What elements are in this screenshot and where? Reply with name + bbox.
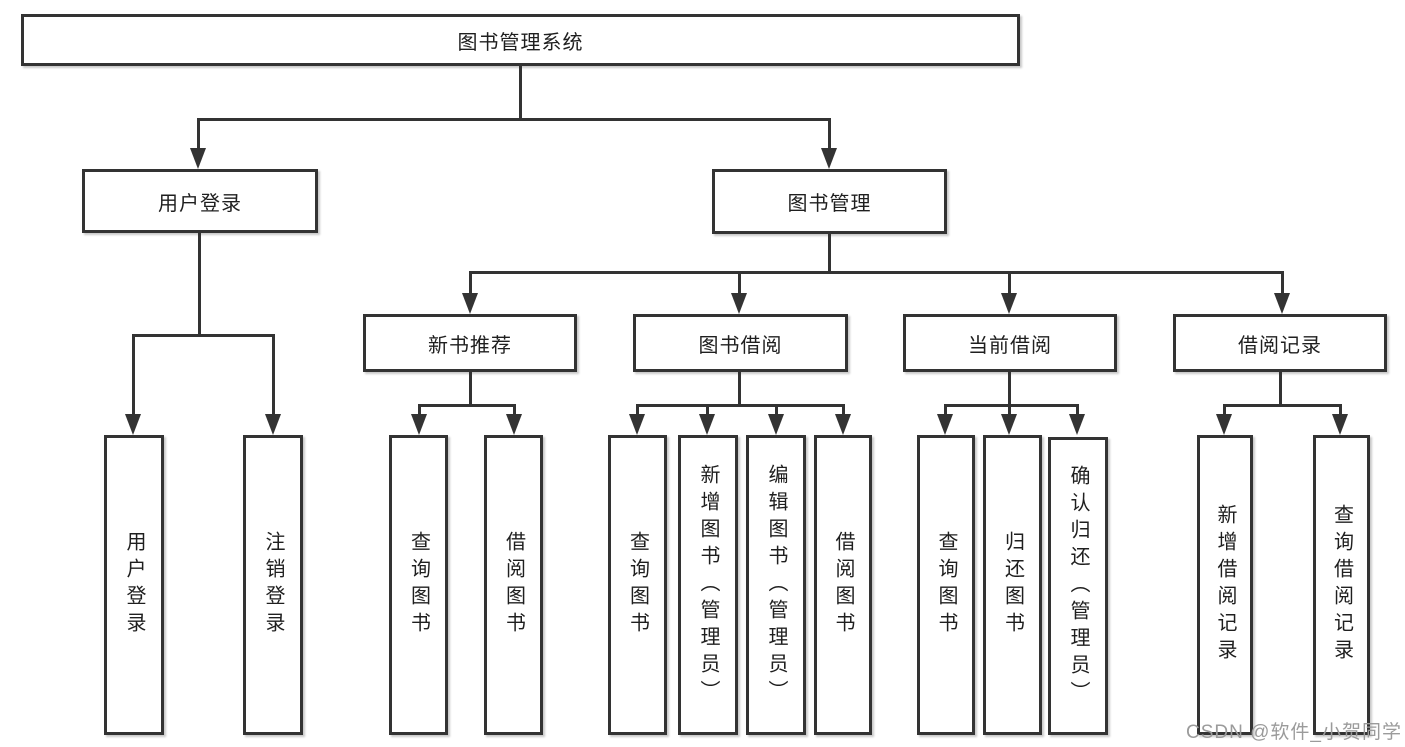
connector-leaf-drop	[1339, 404, 1342, 416]
node-book-management: 图书管理	[712, 169, 947, 234]
node-root: 图书管理系统	[21, 14, 1020, 66]
arrowhead-down-icon	[731, 293, 747, 314]
arrowhead-down-icon	[265, 414, 281, 435]
connector-group-split	[636, 404, 844, 407]
connector-leaf-drop	[513, 404, 516, 416]
leaf-query-books-recommend-label: 查询图书	[407, 531, 430, 639]
connector-leaf-drop	[418, 404, 421, 416]
leaf-query-borrow-record: 查询借阅记录	[1313, 435, 1370, 735]
leaf-edit-books-admin: 编辑图书（管理员）	[746, 435, 806, 735]
arrowhead-down-icon	[1069, 414, 1085, 435]
node-new-book-recommend: 新书推荐	[363, 314, 577, 372]
leaf-confirm-return-admin: 确认归还（管理员）	[1048, 437, 1108, 735]
connector-group-split	[944, 404, 1079, 407]
arrowhead-down-icon	[190, 148, 206, 169]
leaf-query-books-borrow-label: 查询图书	[626, 531, 649, 639]
connector-leaf-drop	[842, 404, 845, 416]
connector-leaf-drop	[272, 334, 275, 415]
leaf-borrow-books-recommend: 借阅图书	[484, 435, 543, 735]
node-user-login: 用户登录	[82, 169, 318, 233]
arrowhead-down-icon	[1216, 414, 1232, 435]
arrowhead-down-icon	[1332, 414, 1348, 435]
node-book-management-label: 图书管理	[787, 193, 872, 215]
arrowhead-down-icon	[125, 414, 141, 435]
connector-leaf-drop	[775, 404, 778, 416]
leaf-query-borrow-record-label: 查询借阅记录	[1330, 504, 1353, 666]
leaf-add-borrow-record-label: 新增借阅记录	[1214, 504, 1236, 666]
leaf-borrow-books-recommend-label: 借阅图书	[502, 531, 525, 639]
leaf-query-books-borrow: 查询图书	[608, 435, 667, 735]
connector-group-split	[1223, 404, 1342, 407]
connector-leaf-drop	[132, 334, 135, 415]
node-book-borrow: 图书借阅	[633, 314, 848, 372]
arrowhead-down-icon	[411, 414, 427, 435]
arrowhead-down-icon	[1274, 293, 1290, 314]
connector-leaf-drop	[1223, 404, 1226, 416]
leaf-user-login-label: 用户登录	[123, 531, 145, 639]
connector-user-login-drop	[197, 118, 200, 150]
connector-book-mgmt-split	[469, 271, 1284, 274]
arrowhead-down-icon	[506, 414, 522, 435]
leaf-confirm-return-admin-label: 确认归还（管理员）	[1067, 464, 1089, 708]
leaf-add-books-admin-label: 新增图书（管理员）	[697, 463, 719, 707]
leaf-logout: 注销登录	[243, 435, 303, 735]
arrowhead-down-icon	[835, 414, 851, 435]
leaf-query-books-recommend: 查询图书	[389, 435, 448, 735]
connector-group-stem	[1279, 372, 1282, 406]
connector-user-login-stem	[198, 233, 201, 337]
node-root-label: 图书管理系统	[457, 31, 584, 54]
arrowhead-down-icon	[1001, 414, 1017, 435]
arrowhead-down-icon	[699, 414, 715, 435]
csdn-watermark: CSDN @软件_小贺同学	[1186, 722, 1402, 743]
leaf-return-books: 归还图书	[983, 435, 1042, 735]
connector-book-mgmt-stem	[828, 234, 831, 274]
connector-leaf-drop	[944, 404, 947, 416]
connector-user-login-split	[132, 334, 275, 337]
connector-leaf-drop	[706, 404, 709, 416]
node-borrow-records: 借阅记录	[1173, 314, 1387, 372]
node-new-book-recommend-label: 新书推荐	[428, 334, 512, 357]
leaf-add-borrow-record: 新增借阅记录	[1197, 435, 1253, 735]
leaf-edit-books-admin-label: 编辑图书（管理员）	[765, 463, 787, 707]
node-current-borrow-label: 当前借阅	[968, 334, 1052, 357]
connector-leaf-drop	[636, 404, 639, 416]
arrowhead-down-icon	[629, 414, 645, 435]
connector-root-stem	[519, 66, 522, 120]
connector-group-stem	[738, 372, 741, 406]
leaf-borrow-books-label: 借阅图书	[832, 531, 854, 639]
arrowhead-down-icon	[768, 414, 784, 435]
arrowhead-down-icon	[462, 293, 478, 314]
connector-group-stem	[469, 372, 472, 406]
connector-group-split	[418, 404, 516, 407]
connector-level3-drop	[738, 271, 741, 295]
connector-root-split	[197, 118, 831, 121]
leaf-return-books-label: 归还图书	[1001, 531, 1024, 639]
arrowhead-down-icon	[937, 414, 953, 435]
connector-level3-drop	[1281, 271, 1284, 295]
arrowhead-down-icon	[1001, 293, 1017, 314]
arrowhead-down-icon	[821, 148, 837, 169]
connector-book-mgmt-drop	[828, 118, 831, 150]
node-book-borrow-label: 图书借阅	[698, 334, 783, 357]
leaf-user-login: 用户登录	[104, 435, 164, 735]
leaf-query-books-current-label: 查询图书	[935, 531, 957, 639]
node-current-borrow: 当前借阅	[903, 314, 1117, 372]
node-borrow-records-label: 借阅记录	[1238, 334, 1322, 357]
connector-leaf-drop	[1008, 404, 1011, 416]
leaf-query-books-current: 查询图书	[917, 435, 975, 735]
connector-group-stem	[1008, 372, 1011, 406]
connector-level3-drop	[469, 271, 472, 295]
node-user-login-label: 用户登录	[158, 192, 242, 215]
connector-leaf-drop	[1076, 404, 1079, 416]
leaf-borrow-books: 借阅图书	[814, 435, 872, 735]
leaf-logout-label: 注销登录	[262, 531, 284, 639]
leaf-add-books-admin: 新增图书（管理员）	[678, 435, 738, 735]
connector-level3-drop	[1008, 271, 1011, 295]
